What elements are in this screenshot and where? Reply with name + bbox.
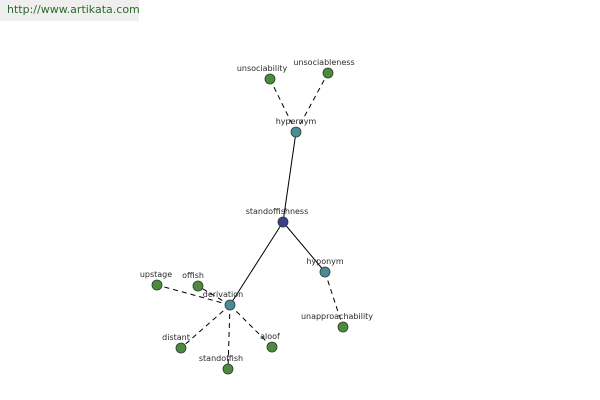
edge-derivation-to-aloof (229, 304, 273, 348)
node-hypernym[interactable] (290, 126, 302, 138)
node-standoffishness[interactable] (277, 216, 289, 228)
node-upstage[interactable] (151, 279, 163, 291)
node-unapproachability[interactable] (337, 321, 349, 333)
node-label-unsociability[interactable]: unsociability (237, 64, 288, 73)
node-label-offish[interactable]: offish (182, 271, 204, 280)
edge-hypernym-to-unsociability (269, 78, 297, 133)
node-hyponym[interactable] (319, 266, 331, 278)
edge-derivation-to-offish (197, 285, 231, 306)
node-label-standoffish[interactable]: standoffish (199, 354, 243, 363)
nodes-layer (151, 67, 349, 375)
edge-standoffishness-to-hypernym (282, 131, 297, 223)
node-unsociability[interactable] (264, 73, 276, 85)
node-standoffish[interactable] (222, 363, 234, 375)
node-label-hypernym[interactable]: hypernym (276, 117, 317, 126)
edge-derivation-to-upstage (156, 284, 231, 306)
edge-derivation-to-standoffish (227, 304, 231, 370)
edge-standoffishness-to-hyponym (282, 221, 326, 273)
artikata-url-link[interactable]: http://www.artikata.com (0, 0, 140, 21)
node-unsociableness[interactable] (322, 67, 334, 79)
labels-layer: standoffishness hypernym hyponym derivation… (140, 58, 373, 363)
edge-hypernym-to-unsociableness (295, 72, 329, 133)
node-offish[interactable] (192, 280, 204, 292)
edges-layer (156, 72, 344, 370)
edge-hyponym-to-unapproachability (324, 271, 344, 328)
node-label-unsociableness[interactable]: unsociableness (293, 58, 354, 67)
edge-standoffishness-to-derivation (229, 221, 284, 306)
node-label-unapproachability[interactable]: unapproachability (301, 312, 373, 321)
node-label-upstage[interactable]: upstage (140, 270, 172, 279)
edge-derivation-to-distant (180, 304, 231, 349)
node-label-distant[interactable]: distant (162, 333, 190, 342)
node-derivation[interactable] (224, 299, 236, 311)
node-label-hyponym[interactable]: hyponym (306, 257, 344, 266)
node-label-aloof[interactable]: aloof (260, 332, 280, 341)
node-label-standoffishness[interactable]: standoffishness (246, 207, 309, 216)
node-distant[interactable] (175, 342, 187, 354)
node-label-derivation[interactable]: derivation (203, 290, 243, 299)
node-aloof[interactable] (266, 341, 278, 353)
